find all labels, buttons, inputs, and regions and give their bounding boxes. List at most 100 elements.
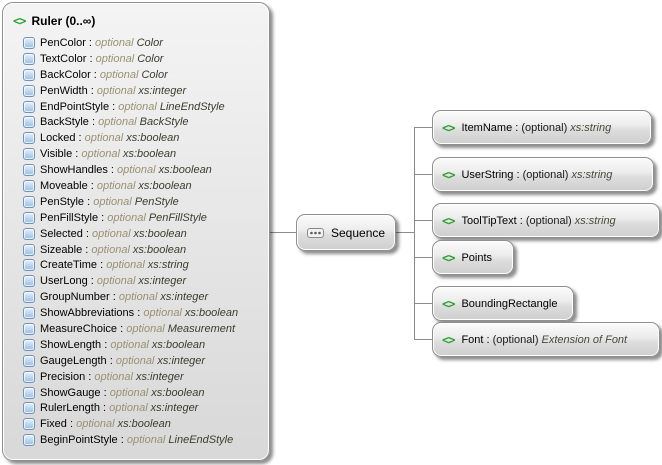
attribute-separator: : xyxy=(106,354,116,367)
attribute-modifier: optional xyxy=(96,84,136,97)
attribute-name: GroupNumber xyxy=(40,291,110,304)
attribute-name: Precision xyxy=(40,370,86,383)
attribute-modifier: optional xyxy=(94,370,133,383)
child-element-type: xs:string xyxy=(571,168,613,181)
child-element-separator: : xyxy=(483,333,493,346)
attribute-icon xyxy=(23,291,35,304)
attribute-separator: : xyxy=(87,275,97,288)
attribute-separator: : xyxy=(109,291,119,304)
child-element-qualifier: (optional) xyxy=(492,333,539,346)
attribute-modifier: optional xyxy=(126,322,165,335)
attribute-separator: : xyxy=(117,322,127,335)
attribute-name: Selected xyxy=(40,227,83,240)
sequence-icon xyxy=(307,227,324,239)
child-element-node[interactable]: <> BoundingRectangle xyxy=(432,286,574,321)
child-element-name: ItemName xyxy=(461,121,513,134)
connector-root-to-sequence xyxy=(270,232,296,233)
attribute-name: BackColor xyxy=(40,68,91,81)
child-element-node[interactable]: <> UserString : (optional)xs:string xyxy=(432,157,654,192)
sequence-node[interactable]: Sequence xyxy=(296,214,396,251)
connector-branch-boundingrectangle xyxy=(414,303,432,304)
attribute-modifier: optional xyxy=(118,291,158,304)
attribute-name: RulerLength xyxy=(40,402,100,415)
attribute-name: Sizeable xyxy=(40,243,83,256)
element-icon: <> xyxy=(442,213,455,228)
attribute-modifier: optional xyxy=(96,179,136,192)
connector-branch-font xyxy=(414,339,432,340)
attribute-icon xyxy=(23,179,35,192)
child-element-qualifier: (optional) xyxy=(522,168,569,181)
attribute-name: ShowGauge xyxy=(40,386,101,399)
attribute-separator: : xyxy=(87,84,97,97)
child-element-text: ItemName : (optional)xs:string xyxy=(461,122,611,134)
attribute-type: xs:integer xyxy=(157,354,206,367)
attribute-icon xyxy=(23,402,35,415)
root-element-header: <> Ruler (0..∞) xyxy=(11,9,265,33)
attribute-type: PenStyle xyxy=(134,195,179,208)
attribute-icon xyxy=(23,148,35,161)
attribute-modifier: optional xyxy=(110,338,149,351)
attribute-icon xyxy=(23,275,35,288)
attribute-type: PenFillStyle xyxy=(148,211,207,224)
child-element-separator: : xyxy=(513,168,523,181)
sequence-label: Sequence xyxy=(331,225,386,240)
attribute-type: xs:integer xyxy=(160,291,209,304)
attribute-icon xyxy=(23,164,35,177)
attribute-type: xs:integer xyxy=(135,370,184,383)
element-icon: <> xyxy=(442,250,455,265)
child-element-text: ToolTipText : (optional)xs:string xyxy=(461,215,615,227)
attribute-name: UserLong xyxy=(40,275,88,288)
attribute-separator: : xyxy=(134,307,144,320)
child-element-node[interactable]: <> ToolTipText : (optional)xs:string xyxy=(432,203,660,238)
attribute-icon xyxy=(23,354,35,367)
attribute-icon xyxy=(23,370,35,383)
attribute-type: xs:boolean xyxy=(151,386,205,399)
child-element-text: UserString : (optional)xs:string xyxy=(461,169,612,181)
attribute-name: Visible xyxy=(40,148,73,161)
attribute-name: Moveable xyxy=(40,179,88,192)
child-element-node[interactable]: <> Points xyxy=(432,240,514,275)
attribute-separator: : xyxy=(98,211,108,224)
child-element-node[interactable]: <> Font : (optional)Extension of Font xyxy=(432,322,660,357)
attribute-modifier: optional xyxy=(84,132,124,145)
attribute-modifier: optional xyxy=(109,386,149,399)
attribute-separator: : xyxy=(82,227,92,240)
child-element-node[interactable]: <> ItemName : (optional)xs:string xyxy=(432,110,652,145)
attribute-modifier: optional xyxy=(117,164,156,177)
